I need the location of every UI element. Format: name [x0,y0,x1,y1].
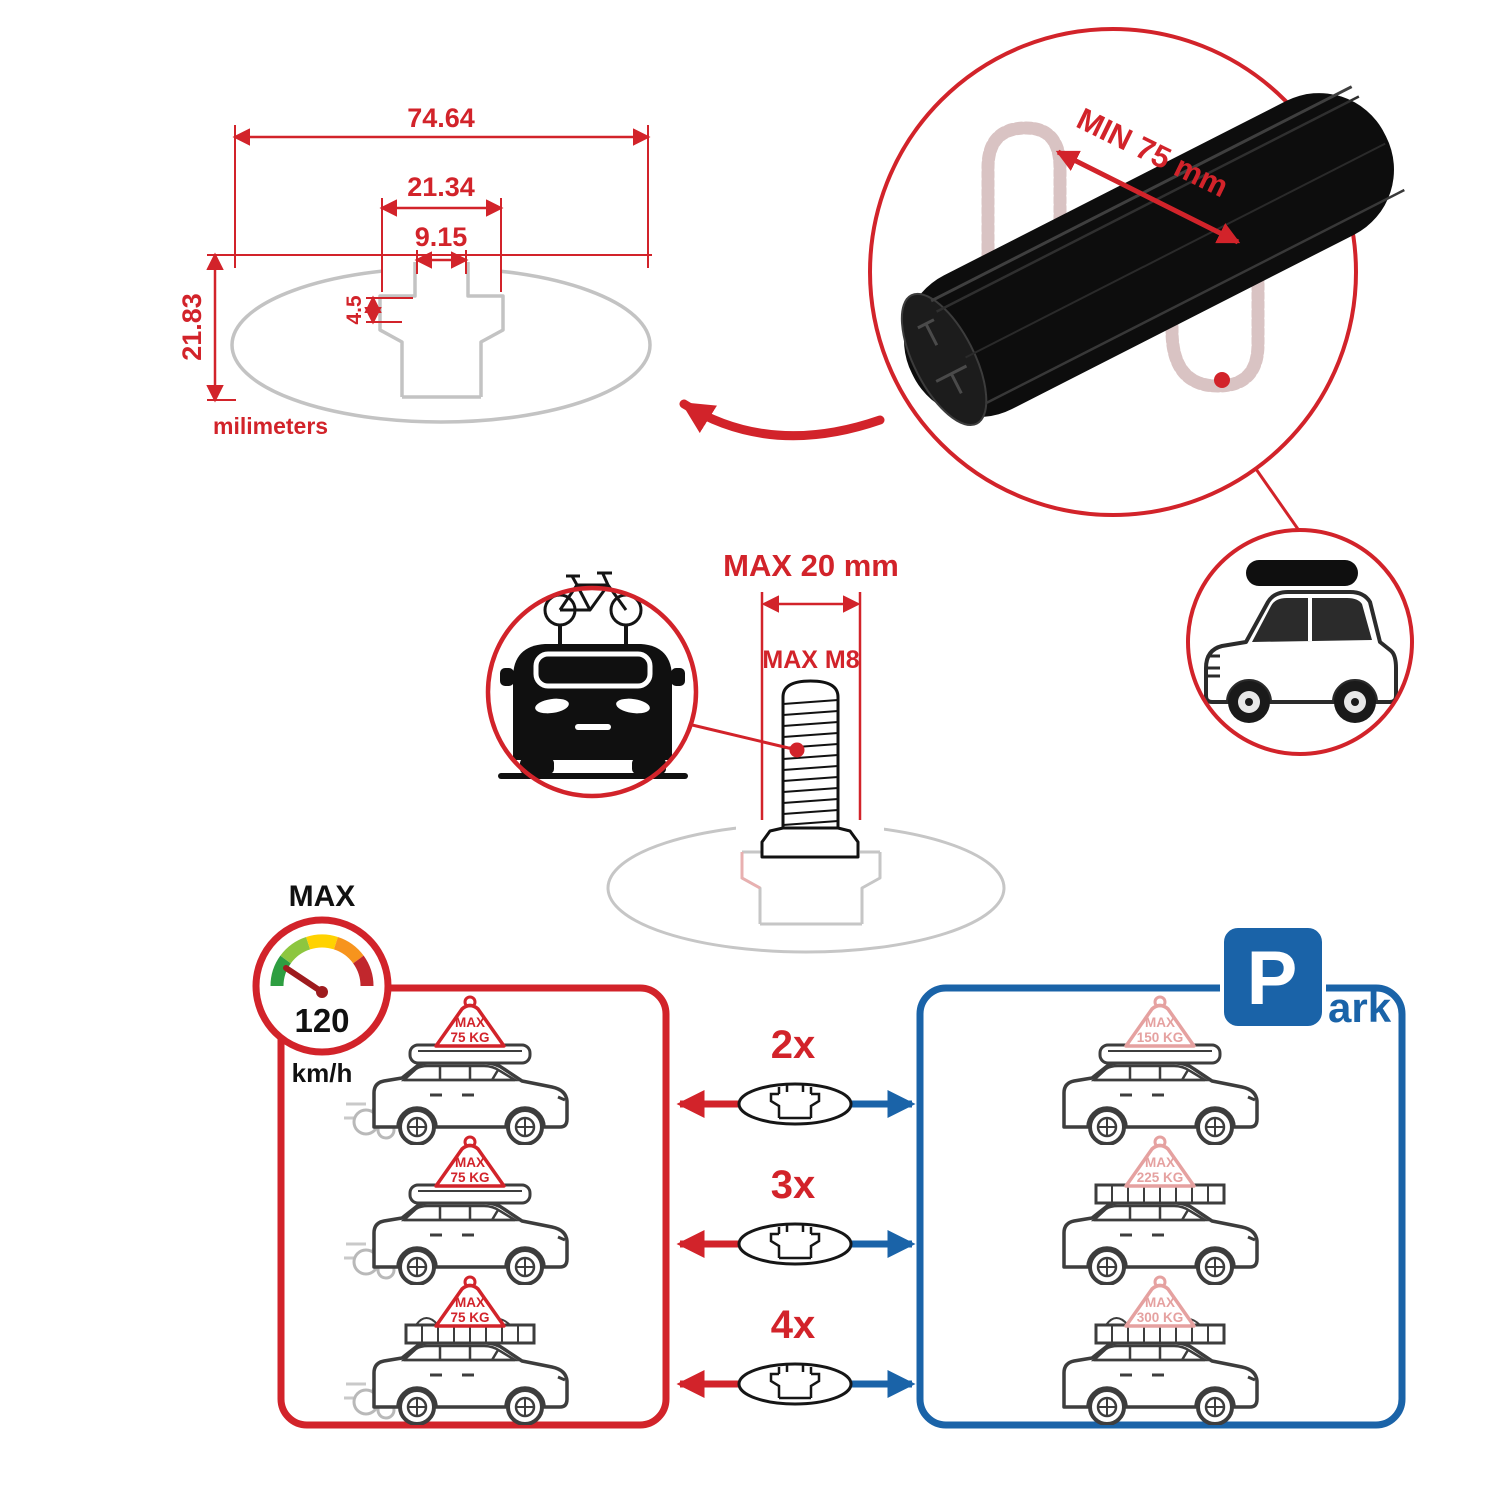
dim-lip-depth: 4.5 [343,295,413,325]
bolt-icon [760,679,860,859]
profile-slot-right [466,262,505,397]
tent-load-label: 300 KG [1137,1310,1184,1325]
units-label: milimeters [213,413,328,439]
car-row-driving-1: MAX 75 KG [344,995,569,1145]
tent-load-label: 225 KG [1137,1170,1184,1185]
tent-max-label: MAX [455,1155,485,1170]
dim-total-width: 74.64 [232,103,651,268]
tent-load-label: 75 KG [450,1170,489,1185]
speed-limit-badge: MAX 120 km/h [252,880,392,1088]
tent-max-label: MAX [1145,1155,1175,1170]
car-row-parked-1: MAX 150 KG [1062,995,1259,1145]
suv-icon [1204,590,1398,723]
dim-channel-width-value: 21.34 [407,172,475,202]
roof-box-icon [1246,560,1358,586]
speed-max-label: MAX [289,880,356,913]
tent-load-label: 75 KG [450,1310,489,1325]
bolt-diagram: MAX 20 mm MAX M8 [606,548,1006,954]
tent-max-label: MAX [1145,1015,1175,1030]
dim-total-height-value: 21.83 [177,293,207,361]
roof-basket-icon [404,1315,536,1345]
park-sign: P ark [1220,924,1392,1031]
car-row-driving-3: MAX 75 KG [344,1275,569,1425]
car-row-parked-2: MAX 225 KG [1062,1135,1259,1285]
bar-count-row-1: 2x [676,1023,916,1126]
roof-load-tent: MAX 75 KG [434,1135,506,1188]
park-sign-suffix: ark [1328,984,1392,1031]
car-front-icon [498,644,688,779]
detail-circle: MIN 75 mm [868,27,1405,517]
tent-max-label: MAX [455,1015,485,1030]
connector-line [1254,468,1302,533]
min-span-arrow [1055,149,1241,245]
roof-load-tent: MAX 75 KG [434,995,506,1048]
bike-car-badge [485,571,699,799]
mount-point-dot [1214,372,1230,388]
tent-load-label: 75 KG [450,1030,489,1045]
bar-count-label: 3x [771,1163,816,1207]
bar-count-row-2: 3x [676,1163,916,1266]
tent-load-label: 150 KG [1137,1030,1184,1045]
dim-slot-width-value: 9.15 [415,222,468,252]
roof-load-tent: MAX 225 KG [1124,1135,1196,1188]
car-row-parked-3: MAX 300 KG [1062,1275,1259,1425]
speed-value: 120 [294,1002,349,1039]
tent-max-label: MAX [1145,1295,1175,1310]
roofbox-car-badge [1186,528,1414,756]
max-width-label: MAX 20 mm [723,548,899,583]
max-thread-label: MAX M8 [762,646,859,674]
dim-total-width-value: 74.64 [407,103,475,133]
tent-max-label: MAX [455,1295,485,1310]
dim-total-height: 21.83 [177,252,652,403]
crossbar-section-icon [737,1082,853,1126]
crossbar-section-icon [737,1362,853,1406]
gauge-needle [283,965,325,995]
pointer-arrow [679,399,885,441]
bolt-point-dot [789,742,805,758]
crossbar-section-icon [737,1222,853,1266]
roof-load-tent: MAX 150 KG [1124,995,1196,1048]
bar-count-row-3: 4x [676,1303,916,1406]
dim-lip-depth-value: 4.5 [343,295,366,325]
cross-section-diagram: 74.64 21.34 9.15 4.5 21.83 milimeters [177,103,652,439]
roof-load-tent: MAX 75 KG [434,1275,506,1328]
bar-count-label: 4x [771,1303,816,1347]
car-row-driving-2: MAX 75 KG [344,1135,569,1285]
speed-units: km/h [292,1058,353,1088]
bolt-leader-line [687,722,798,752]
dim-channel-width: 21.34 [379,172,504,292]
roof-bar-render [900,85,1405,427]
park-sign-letter: P [1247,936,1298,1021]
bar-count-label: 2x [771,1023,816,1067]
roof-load-tent: MAX 300 KG [1124,1275,1196,1328]
